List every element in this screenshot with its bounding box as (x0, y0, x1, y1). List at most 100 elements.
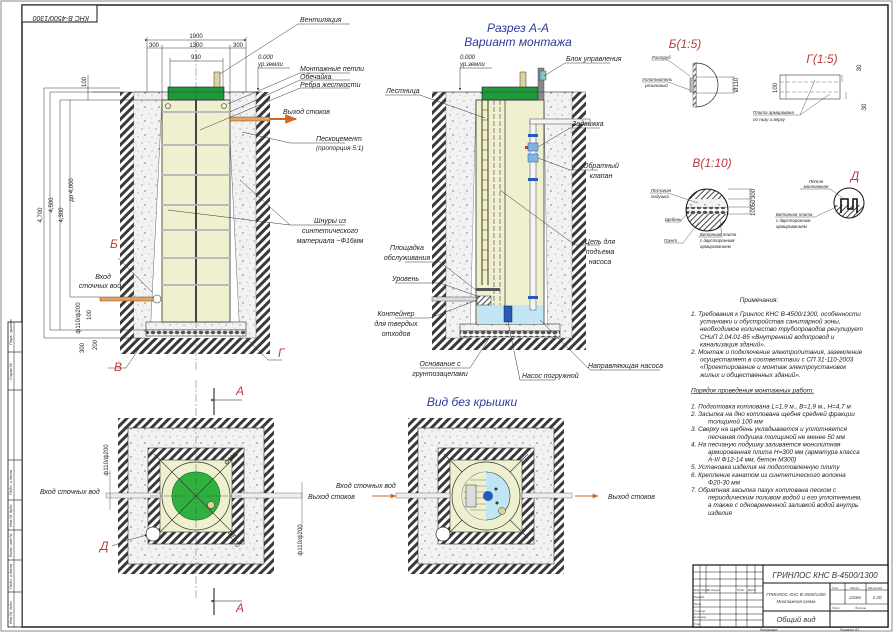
label-container: Контейнер (377, 310, 414, 318)
detail-g: Г(1:5) 100 30 30 Плита армирована по низ… (753, 52, 868, 122)
tank-lid (481, 86, 539, 101)
label-container: для твердых (374, 320, 418, 328)
note-line: канализация зданий». (700, 340, 766, 348)
side-stamp-label: Инв.№ подл. (8, 600, 13, 624)
plan-dim-pipe-right: ф110/ф200 (298, 524, 304, 556)
note-line: 2. Монтаж и подключение электропитания, … (690, 348, 863, 356)
detail-b-socket: Раструб (652, 55, 671, 60)
detail-d-slab: армированием (776, 224, 807, 229)
detail-v-soil: Грунт (664, 238, 677, 243)
tb-copied: Копировал (760, 628, 777, 632)
detail-g-dim: 30 (857, 64, 863, 71)
note-line: необходимое количество трубопроводов рег… (700, 325, 864, 333)
label-ladder: Лестница (385, 88, 420, 95)
procedure-line: а также с одновременной заливкой водой в… (708, 501, 858, 509)
notes-block: Примечания:1. Требования к Гринлос КНС В… (690, 297, 864, 517)
detail-b-seal: резиновый (644, 82, 668, 88)
detail-g-dim: 30 (862, 103, 868, 110)
side-stamp: Перв. примен. Справ.№ Подп. и дата Инв.№… (7, 318, 23, 628)
label-pump: Насос погружной (522, 372, 579, 380)
detail-v-sand: подушка (651, 194, 670, 199)
detail-b: Б(1:5) Ø110 Раструб Уплотнитель резиновы… (642, 37, 740, 108)
label-sand-cement: Пескоцемент (316, 136, 362, 143)
tb-scale: 1:20 (873, 595, 882, 600)
dim-100: 100 (82, 76, 88, 87)
pump-plan (483, 491, 493, 501)
control-unit (539, 70, 547, 81)
front-view: 1900 300 1300 300 930 100 4,700 4,500 4,… (38, 17, 364, 374)
side-stamp-label: Инв.№ дубл. (8, 504, 13, 528)
detail-v-slab: армированием (700, 244, 731, 249)
note-line: СНиП 2.04.01-85 «Внутренний водопровод и (700, 333, 835, 341)
waste-container (465, 484, 477, 508)
dim-total-width: 1900 (189, 34, 203, 40)
tb-col-header: № докум. (707, 588, 720, 592)
callout-v[interactable]: В (114, 360, 122, 374)
plan2-label-outlet: Выход стоков (608, 493, 655, 501)
title-block: Изм Лист № докум. Подп. Дата Разраб. Про… (692, 564, 889, 632)
label-outlet: Выход стоков (283, 108, 330, 116)
side-stamp-label: Взам. инв.№ (8, 533, 13, 557)
section-view: Разрез А-А Вариант монтажа (374, 21, 663, 381)
tb-sheet: Лист (831, 606, 840, 610)
dim-4700: 4,700 (38, 207, 44, 223)
tb-name: ГРИНЛОС КНС В-4500/1300 (766, 592, 826, 597)
label-shell: Обечайка (300, 73, 332, 81)
mount-loop (145, 526, 161, 542)
label-cords: Шнуры из (314, 218, 347, 225)
plan-label-outlet: Выход стоков (308, 493, 355, 501)
plan-view: А А ф110/ф200 ф110/ф200 Ø930 Ø1300 Вход … (40, 380, 355, 615)
label-check-valve: клапан (590, 173, 613, 180)
procedure-line: 7. Обратная засыпка пазух котлована песк… (691, 486, 837, 494)
procedure-line: песчаная подушка толщиной не менее 50 мм (708, 433, 846, 441)
tb-format: Формат А3 (840, 628, 859, 632)
label-inlet: Вход (95, 273, 111, 281)
label-chain: насоса (589, 259, 612, 266)
tb-col-header: Подп. (737, 588, 745, 592)
section-title: Разрез А-А (487, 21, 549, 35)
tb-row-label: Т.контр. (694, 609, 706, 613)
dim-right: 300 (233, 43, 244, 49)
outlet-pipe (229, 116, 271, 122)
procedure-line: 1. Подготовка котлована L=1,9 м., B=1,9 … (691, 402, 851, 410)
service-platform (476, 288, 500, 291)
tb-col-header: Лист (700, 588, 709, 592)
detail-g-title: Г(1:5) (806, 52, 837, 66)
dim-100b: 100 (87, 309, 93, 320)
label-container: отходов (382, 330, 411, 338)
detail-b-dim: Ø110 (734, 77, 740, 92)
tb-row-label: Н.контр. (694, 615, 707, 619)
callout-b[interactable]: Б (110, 237, 118, 251)
tb-scale-header: Масштаб (868, 586, 882, 590)
section-subtitle: Вариант монтажа (464, 35, 572, 49)
inlet-pipe (431, 296, 477, 302)
callout-d[interactable]: Д (98, 539, 109, 553)
soil-left (120, 92, 134, 338)
detail-v-dim: 300 (751, 188, 757, 199)
plan2-label-inlet: Вход сточных вод (336, 482, 396, 490)
tb-mass-header: Масса (850, 586, 859, 590)
vent-pipe (213, 71, 221, 88)
ground-level-value: 0.000 (258, 55, 274, 61)
callout-g[interactable]: Г (278, 346, 286, 360)
inner-frame (21, 4, 889, 628)
label-gate-valve: Задвижка (572, 120, 604, 128)
detail-v-slab: с двусторонним (700, 238, 734, 243)
ground-level-value: 0.000 (460, 55, 476, 61)
detail-g-slab: по низу и верху (753, 117, 786, 122)
procedure-line: армированная плита Н=300 мм (арматура кл… (708, 449, 860, 456)
detail-g-slab: Плита армирована (753, 110, 795, 115)
label-platform: обслуживания (384, 254, 431, 262)
note-line: 1. Требования к Гринлос КНС В-4500/1300,… (691, 310, 861, 318)
procedure-line: 2. Засыпка на дно котлована щебня средне… (690, 410, 855, 418)
tb-lit-header: Лит. (831, 586, 839, 590)
detail-d-loop: монтажная (804, 184, 829, 189)
side-stamp-label: Перв. примен. (8, 318, 13, 345)
vent-pipe (519, 71, 527, 88)
label-control-unit: Блок управления (566, 56, 622, 63)
label-check-valve: Обратный (583, 162, 619, 170)
soil-right (572, 92, 586, 338)
plan-no-lid: Вид без крышки Вход сточных вод Выход ст… (336, 395, 655, 574)
detail-d-slab: Бетонная плита (776, 212, 813, 217)
